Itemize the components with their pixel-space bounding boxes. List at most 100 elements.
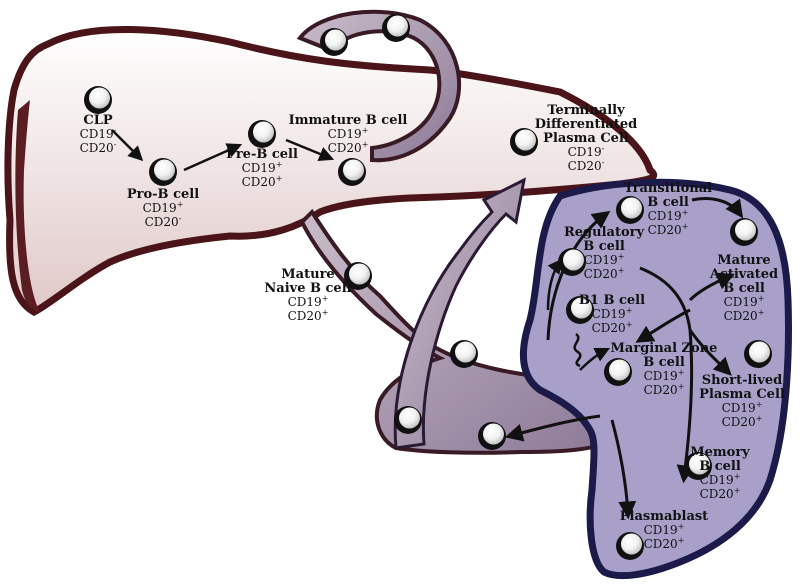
marker-cd20: CD20+ (288, 308, 329, 323)
marker-cd20: CD20+ (644, 382, 685, 397)
b-cell-icon (558, 248, 586, 276)
arrow-clp-to-prob (111, 129, 144, 162)
marker-cd20: CD20+ (328, 140, 369, 155)
marker-cd19: CD19+ (328, 126, 369, 141)
b-cell-icon (248, 120, 276, 148)
cell-nucleus (621, 533, 642, 555)
b-cell-icon (84, 86, 112, 114)
b-cell-icon (394, 406, 422, 434)
marker-cd19: CD19+ (644, 522, 685, 537)
cell-nucleus (609, 359, 630, 381)
marker-cd20: CD20+ (700, 486, 741, 501)
b-cell-icon (344, 262, 372, 290)
cell-nucleus (563, 249, 584, 271)
marker-cd19: CD19+ (722, 400, 763, 415)
b-cell-icon (604, 358, 632, 386)
arrow-branch-mz (635, 308, 691, 343)
b-cell-icon (478, 422, 506, 450)
cell-name: Transitional (624, 181, 712, 196)
cell-name: Activated (709, 267, 778, 282)
cell-name: Mature (717, 253, 770, 268)
b-cell-icon (566, 296, 594, 324)
cells-layer (84, 14, 772, 560)
marker-cd20: CD20+ (648, 222, 689, 237)
cell-name: Short-lived (702, 373, 783, 388)
cell-nucleus (399, 407, 420, 429)
marker-cd19: CD19+ (700, 472, 741, 487)
arrow-prob-to-preb (183, 143, 243, 172)
cell-nucleus (154, 159, 175, 181)
cell-name: Regulatory (564, 225, 645, 240)
arrow-b1-squiggle (573, 333, 582, 368)
cell-name: Terminally (547, 103, 625, 118)
cell-name: Naive B cell (264, 281, 351, 296)
cell-name: Memory (690, 445, 750, 460)
cell-nucleus (483, 423, 504, 445)
marker-cd19: CD19+ (644, 368, 685, 383)
arrow-preb-to-immature (285, 138, 335, 161)
cell-nucleus (253, 121, 274, 143)
cell-nucleus (689, 453, 710, 475)
marker-cd19: CD19+ (648, 208, 689, 223)
cell-name: B1 B cell (579, 293, 645, 308)
cell-name: Differentiated (535, 117, 637, 132)
b-cell-icon (744, 340, 772, 368)
marker-cd20: CD20+ (584, 266, 625, 281)
cell-nucleus (571, 297, 592, 319)
b-cell-icon (320, 28, 348, 56)
cell-nucleus (621, 197, 642, 219)
b-cell-icon (730, 218, 758, 246)
cell-nucleus (349, 263, 370, 285)
marker-cd19: CD19+ (143, 200, 184, 215)
cell-name: Marginal Zone (611, 341, 718, 356)
marker-cd19: CD19- (568, 144, 605, 159)
cell-nucleus (455, 341, 476, 363)
bone-shape (4, 26, 658, 316)
cell-name: Plasma Cell (699, 387, 785, 402)
cell-nucleus (749, 341, 770, 363)
cell-nucleus (325, 29, 346, 51)
cell-name: Pre-B cell (226, 147, 298, 162)
marker-cd19: CD19- (80, 126, 117, 141)
marker-cd19: CD19+ (242, 160, 283, 175)
b-cell-icon (382, 14, 410, 42)
marker-cd20: CD20+ (724, 308, 765, 323)
bone-vessel-loop (296, 9, 462, 163)
b-cell-icon (510, 128, 538, 156)
cell-name: B cell (583, 239, 625, 254)
arrow-to-plasmablast (610, 419, 637, 520)
cell-name: Pro-B cell (127, 187, 199, 202)
cell-name: B cell (643, 355, 685, 370)
cell-name: Immature B cell (289, 113, 408, 128)
b-cell-icon (684, 452, 712, 480)
cell-nucleus (387, 15, 408, 37)
marker-cd20: CD20- (568, 158, 605, 173)
b-cell-icon (616, 196, 644, 224)
cell-name: CLP (83, 113, 112, 128)
marker-cd19: CD19+ (724, 294, 765, 309)
arrow-to-marginal (579, 347, 611, 371)
cell-name: B cell (723, 281, 765, 296)
bone-shadow (15, 100, 40, 312)
cell-name: Plasma Cell (543, 131, 629, 146)
marker-cd20: CD20+ (242, 174, 283, 189)
cell-nucleus (89, 87, 110, 109)
marker-cd19: CD19+ (592, 306, 633, 321)
arrow-to-regulatory (546, 258, 563, 311)
arrow-branch-slpc (688, 329, 732, 376)
cell-name: B cell (647, 195, 689, 210)
